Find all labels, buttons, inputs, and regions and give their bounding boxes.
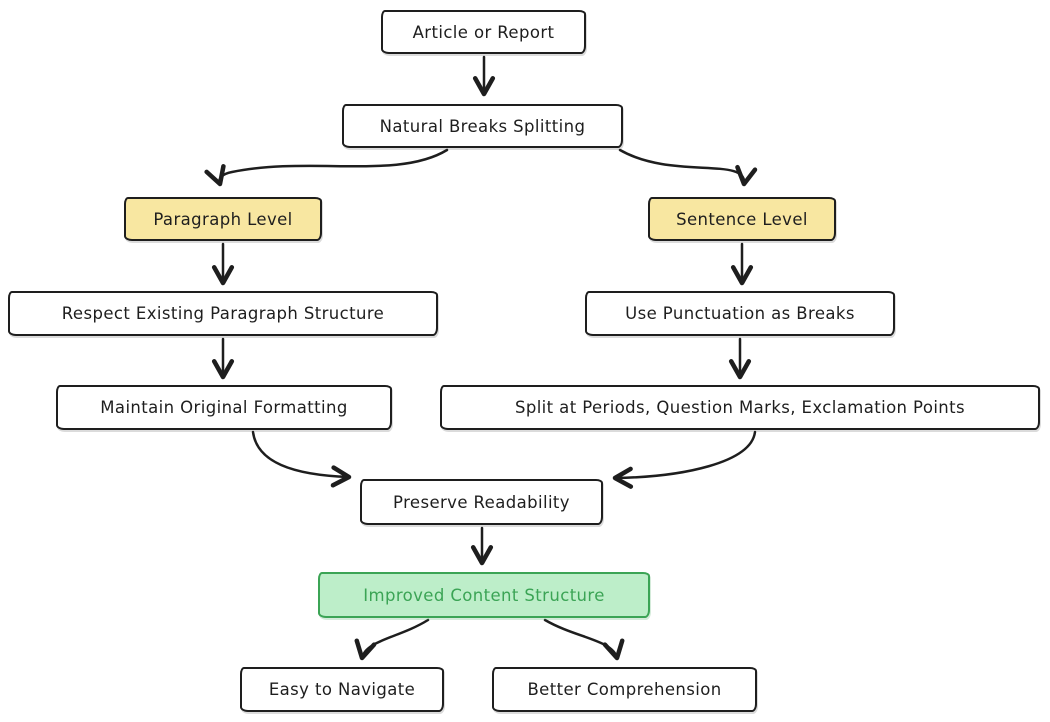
node-label: Article or Report <box>412 22 555 42</box>
node-improved-content-structure: Improved Content Structure <box>318 572 650 618</box>
edge-split-periods-to-preserve-readability <box>612 430 757 489</box>
node-label: Improved Content Structure <box>363 585 605 605</box>
node-label: Preserve Readability <box>393 492 570 512</box>
node-article-or-report: Article or Report <box>381 10 586 54</box>
node-use-punctuation-as-breaks: Use Punctuation as Breaks <box>585 291 895 336</box>
node-respect-paragraph-structure: Respect Existing Paragraph Structure <box>8 291 438 336</box>
node-easy-to-navigate: Easy to Navigate <box>240 667 444 712</box>
node-label: Better Comprehension <box>527 680 722 699</box>
edge-natural-breaks-to-paragraph-level <box>204 148 449 187</box>
edge-maintain-formatting-to-preserve-readability <box>251 430 352 488</box>
node-preserve-readability: Preserve Readability <box>360 479 603 525</box>
node-label: Sentence Level <box>676 209 808 229</box>
node-label: Maintain Original Formatting <box>100 398 348 417</box>
node-label: Paragraph Level <box>153 209 293 229</box>
node-sentence-level: Sentence Level <box>648 197 836 241</box>
edge-improved-structure-to-easy-navigate <box>354 618 430 661</box>
edge-improved-structure-to-better-comprehension <box>543 618 625 661</box>
node-label: Respect Existing Paragraph Structure <box>61 304 385 323</box>
node-label: Natural Breaks Splitting <box>379 116 586 136</box>
edge-natural-breaks-to-sentence-level <box>618 148 758 187</box>
node-split-at-punctuation: Split at Periods, Question Marks, Exclam… <box>440 385 1040 430</box>
node-maintain-original-formatting: Maintain Original Formatting <box>56 385 392 430</box>
node-label: Use Punctuation as Breaks <box>625 304 855 323</box>
node-label: Easy to Navigate <box>268 680 416 699</box>
node-label: Split at Periods, Question Marks, Exclam… <box>514 398 966 417</box>
node-natural-breaks-splitting: Natural Breaks Splitting <box>342 104 623 148</box>
node-paragraph-level: Paragraph Level <box>124 197 322 241</box>
node-better-comprehension: Better Comprehension <box>492 667 757 712</box>
